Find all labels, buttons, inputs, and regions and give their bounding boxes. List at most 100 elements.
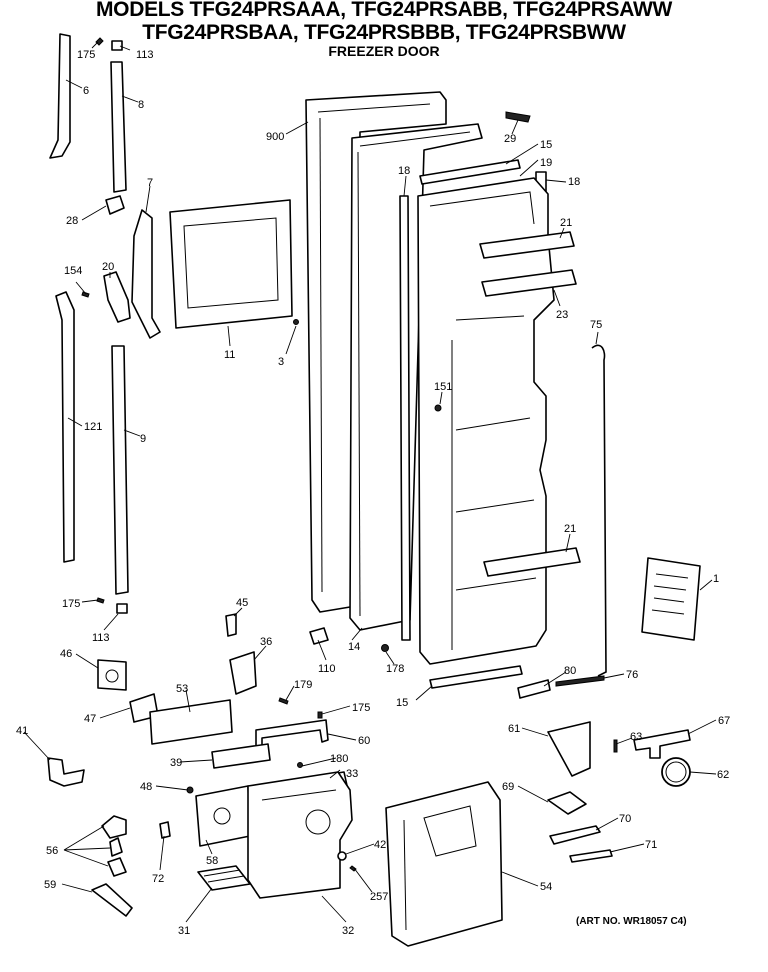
screw-175-top xyxy=(95,37,104,46)
bumper-178 xyxy=(381,644,389,652)
spring-72 xyxy=(159,821,171,839)
bracket-28 xyxy=(105,195,125,215)
knob-56-a xyxy=(101,815,127,839)
callout: 113 xyxy=(92,632,110,644)
screw-63 xyxy=(613,739,618,753)
callout: 23 xyxy=(556,309,568,321)
callout: 42 xyxy=(374,839,386,851)
callout: 61 xyxy=(508,723,520,735)
dispenser-housing-32 xyxy=(247,771,353,899)
callout: 71 xyxy=(645,839,657,851)
switch-45 xyxy=(225,613,237,637)
callout: 32 xyxy=(342,925,354,937)
arm-61 xyxy=(547,721,591,777)
callout: 154 xyxy=(64,265,82,277)
callout: 75 xyxy=(590,319,602,331)
art-number: (ART NO. WR18057 C4) xyxy=(576,916,687,927)
hinge-pin-29 xyxy=(505,111,531,123)
motor-bracket-58 xyxy=(195,785,251,847)
trim-15-bottom xyxy=(429,665,523,689)
callout: 175 xyxy=(62,598,80,610)
callout: 54 xyxy=(540,881,552,893)
callout: 62 xyxy=(717,769,729,781)
callout: 8 xyxy=(138,99,144,111)
paddle-59 xyxy=(91,883,133,917)
callout: 180 xyxy=(330,753,348,765)
strip-39 xyxy=(211,743,271,769)
tube-clamp-76 xyxy=(555,675,605,687)
callout: 19 xyxy=(540,157,552,169)
callout: 56 xyxy=(46,845,58,857)
plate-53 xyxy=(149,699,233,745)
callout: 29 xyxy=(504,133,516,145)
callout-labels: 175 113 6 8 900 29 15 19 18 18 7 28 20 1… xyxy=(16,49,730,937)
handle-7 xyxy=(131,209,161,339)
callout: 257 xyxy=(370,891,388,903)
models-line-2: TFG24PRSBAA, TFG24PRSBBB, TFG24PRSBWW xyxy=(142,21,626,44)
callout: 53 xyxy=(176,683,188,695)
shelf-bar-23 xyxy=(481,269,577,297)
panel-11 xyxy=(169,199,293,329)
callout: 18 xyxy=(568,176,580,188)
callout: 47 xyxy=(84,713,96,725)
knob-56-c xyxy=(107,857,127,877)
callout: 46 xyxy=(60,648,72,660)
callout: 58 xyxy=(206,855,218,867)
callout: 70 xyxy=(619,813,631,825)
callout: 11 xyxy=(224,349,235,361)
callout: 31 xyxy=(178,925,190,937)
shelf-bar-21-upper xyxy=(479,231,575,259)
door-outer-900 xyxy=(305,91,447,613)
callout: 36 xyxy=(260,636,272,648)
models-line-1: MODELS TFG24PRSAAA, TFG24PRSABB, TFG24PR… xyxy=(95,0,673,21)
hinge-110 xyxy=(309,627,329,645)
trim-strip-8 xyxy=(110,61,127,193)
screw-179 xyxy=(278,697,289,705)
callout: 14 xyxy=(348,641,360,653)
screw-180 xyxy=(297,762,303,768)
callout: 48 xyxy=(140,781,152,793)
knob-56-b xyxy=(109,837,123,857)
trim-strip-6 xyxy=(49,33,71,159)
callout: 175 xyxy=(352,702,370,714)
callout: 39 xyxy=(170,757,182,769)
clip-113-bottom xyxy=(116,603,128,614)
callout: 60 xyxy=(358,735,370,747)
rod-71 xyxy=(569,849,613,863)
trim-18-left xyxy=(399,195,411,641)
callout: 59 xyxy=(44,879,56,891)
callout: 45 xyxy=(236,597,248,609)
callout: 21 xyxy=(564,523,576,535)
handle-cap-20 xyxy=(103,271,131,323)
callout: 76 xyxy=(626,669,638,681)
callout: 151 xyxy=(434,381,452,393)
callout: 80 xyxy=(564,665,576,677)
callout: 72 xyxy=(152,873,164,885)
callout: 179 xyxy=(294,679,312,691)
bracket-36 xyxy=(229,651,257,695)
callout: 9 xyxy=(140,433,146,445)
switch-46 xyxy=(97,659,127,691)
clip-113-top xyxy=(111,40,123,51)
gear-41 xyxy=(47,757,85,787)
callout: 178 xyxy=(386,663,404,675)
grille-31 xyxy=(197,865,251,891)
tube-75 xyxy=(591,344,607,677)
shelf-bar-21-lower xyxy=(483,547,581,577)
door-liner-19 xyxy=(417,177,555,665)
callout: 20 xyxy=(102,261,114,273)
screw-175-mid xyxy=(317,711,323,719)
callout: 6 xyxy=(83,85,89,97)
callout: 18 xyxy=(398,165,410,177)
callout: 121 xyxy=(84,421,102,433)
callout: 900 xyxy=(266,131,284,143)
screw-151 xyxy=(434,404,442,412)
screw-257 xyxy=(349,865,357,872)
callout: 21 xyxy=(560,217,572,229)
bracket-67 xyxy=(633,729,691,759)
callout: 63 xyxy=(630,731,642,743)
callout: 113 xyxy=(136,49,154,61)
callout: 110 xyxy=(318,663,336,675)
